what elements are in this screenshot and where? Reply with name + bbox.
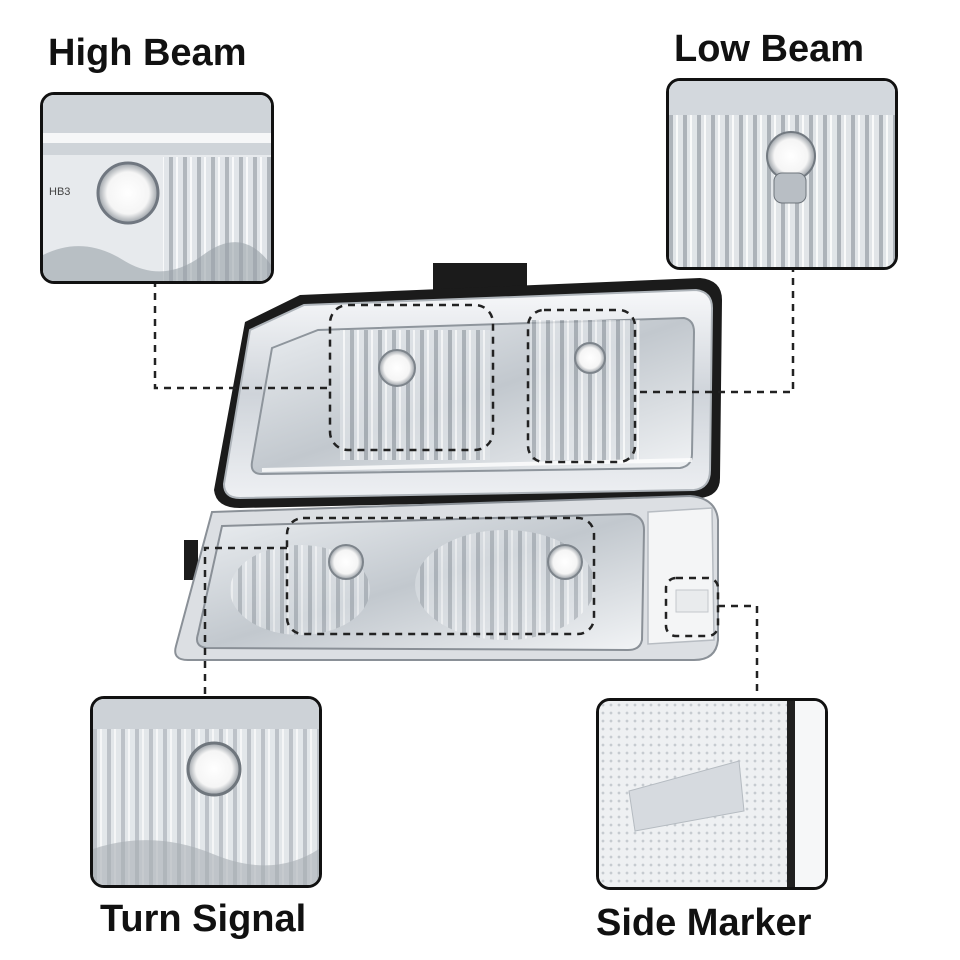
turn-signal-inset xyxy=(90,696,322,888)
turn-signal-bulb-left xyxy=(328,544,364,580)
bumper-light-assembly xyxy=(174,494,719,661)
high-beam-leader xyxy=(153,280,330,390)
side-marker-leader xyxy=(718,604,759,695)
side-marker-reflector xyxy=(628,760,745,832)
low-beam-closeup xyxy=(669,81,895,267)
low-beam-reflector xyxy=(530,320,640,460)
side-marker-closeup xyxy=(599,701,825,887)
low-beam-highlight-box xyxy=(526,308,637,464)
low-beam-bulb xyxy=(574,342,606,374)
bulb-code-label: HB3 xyxy=(49,186,70,198)
turn-signal-closeup-bulb xyxy=(186,741,242,797)
high-beam-label: High Beam xyxy=(48,32,247,74)
turn-signal-bulb-right xyxy=(547,544,583,580)
side-marker-label: Side Marker xyxy=(596,902,812,944)
high-beam-bulb xyxy=(378,349,416,387)
turn-signal-leader xyxy=(203,546,287,695)
headlight-assembly xyxy=(214,263,722,508)
side-marker-inset xyxy=(596,698,828,890)
low-beam-label: Low Beam xyxy=(674,28,865,70)
high-beam-closeup-bulb xyxy=(96,161,160,225)
high-beam-reflector xyxy=(340,330,490,460)
callout-leaders xyxy=(153,265,795,695)
low-beam-inset xyxy=(666,78,898,270)
turn-signal-highlight-box xyxy=(285,516,596,636)
low-beam-leader xyxy=(635,265,795,394)
high-beam-highlight-box xyxy=(328,303,495,452)
side-marker-lens xyxy=(647,507,715,645)
high-beam-closeup: HB3 xyxy=(43,95,271,281)
turn-signal-label: Turn Signal xyxy=(100,898,307,940)
turn-signal-closeup xyxy=(93,699,319,885)
bumper-mount-clip xyxy=(184,540,198,580)
high-beam-inset: HB3 xyxy=(40,92,274,284)
